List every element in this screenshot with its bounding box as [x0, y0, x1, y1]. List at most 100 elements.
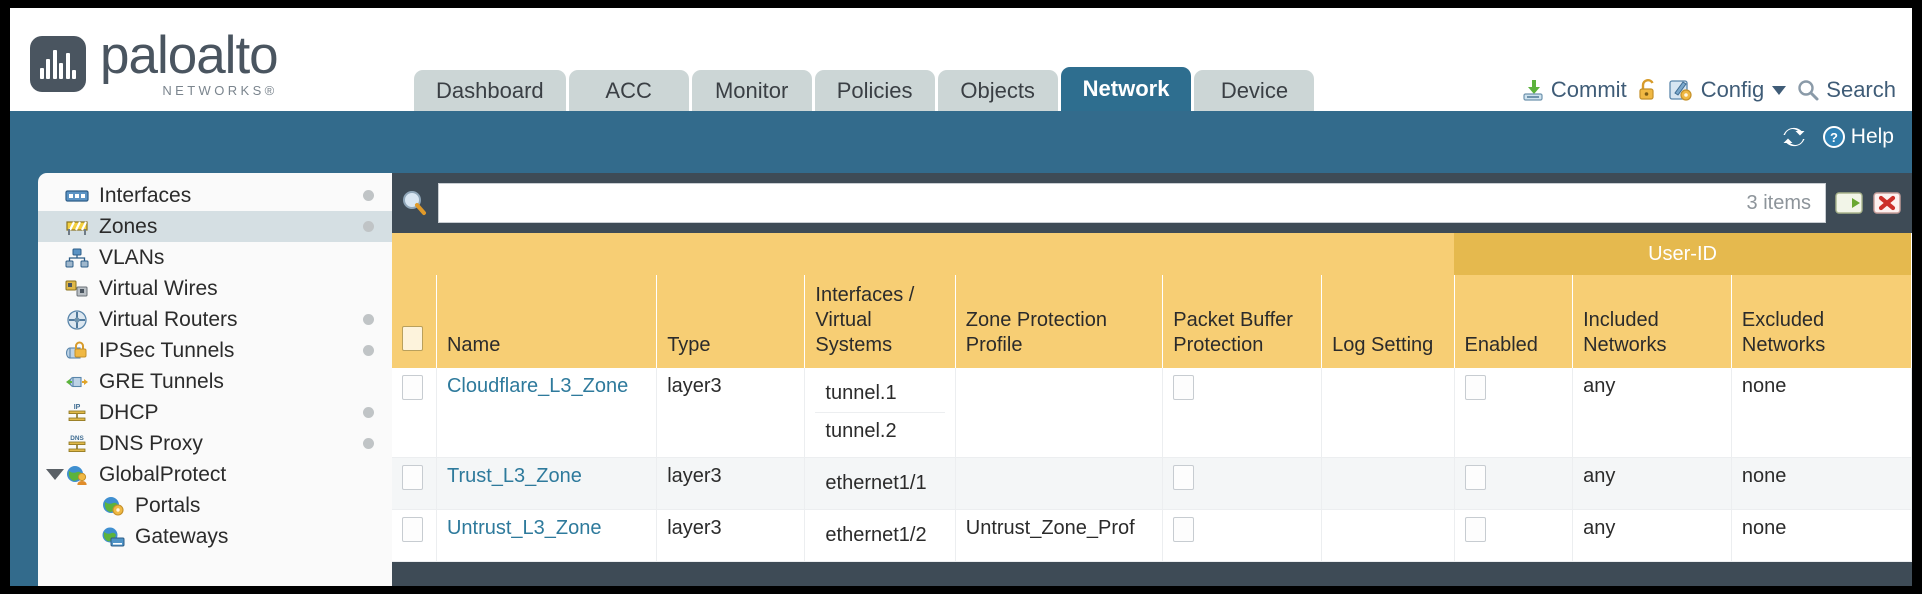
zone-link[interactable]: Untrust_L3_Zone	[446, 517, 602, 539]
cell-name[interactable]: Untrust_L3_Zone	[436, 509, 658, 562]
sidebar-item-virtual-routers[interactable]: Virtual Routers	[38, 304, 392, 335]
cell-type: layer3	[656, 457, 806, 510]
zone-link[interactable]: Trust_L3_Zone	[446, 465, 582, 487]
search-label: Search	[1826, 77, 1896, 102]
group-header-userid: User-ID	[1454, 233, 1912, 275]
tab-acc[interactable]: ACC	[568, 70, 689, 111]
column-header-packet-buffer-protection[interactable]: Packet Buffer Protection	[1162, 275, 1323, 368]
row-checkbox[interactable]	[402, 465, 423, 490]
cell-userid-enabled[interactable]	[1454, 509, 1574, 562]
cell-zone-protection-profile: Untrust_Zone_Prof	[955, 509, 1164, 562]
sidebar-item-label: GRE Tunnels	[99, 369, 224, 393]
config-wrench-icon	[1669, 78, 1695, 102]
cell-userid-enabled[interactable]	[1454, 368, 1574, 458]
cell-packet-buffer-protection[interactable]	[1162, 509, 1323, 562]
tab-device[interactable]: Device	[1194, 70, 1315, 111]
row-select-cell[interactable]	[392, 509, 437, 562]
search-input[interactable]	[449, 191, 1747, 215]
sidebar-item-dhcp[interactable]: IP DHCP	[38, 397, 392, 428]
select-all-header[interactable]	[392, 275, 437, 368]
tab-dashboard[interactable]: Dashboard	[414, 70, 566, 111]
column-header-userid-enabled[interactable]: Enabled	[1454, 275, 1574, 368]
packet-buffer-checkbox[interactable]	[1173, 465, 1195, 490]
cell-name[interactable]: Cloudflare_L3_Zone	[436, 368, 658, 458]
status-dot	[363, 221, 374, 232]
gre-tunnels-icon	[64, 371, 90, 393]
cell-type: layer3	[656, 509, 806, 562]
tab-objects[interactable]: Objects	[937, 70, 1058, 111]
sidebar-item-label: Zones	[99, 214, 158, 238]
config-menu[interactable]: Config	[1669, 77, 1787, 103]
column-header-included-networks[interactable]: Included Networks	[1572, 275, 1732, 368]
row-checkbox[interactable]	[402, 517, 423, 542]
column-header-log-setting[interactable]: Log Setting	[1321, 275, 1455, 368]
sub-header-band: ? Help	[10, 111, 1912, 173]
tab-monitor[interactable]: Monitor	[691, 70, 812, 111]
cell-packet-buffer-protection[interactable]	[1162, 457, 1323, 510]
row-select-cell[interactable]	[392, 368, 437, 458]
sidebar-item-gre-tunnels[interactable]: GRE Tunnels	[38, 366, 392, 397]
cell-name[interactable]: Trust_L3_Zone	[436, 457, 658, 510]
search-magnifier-icon[interactable]	[400, 188, 430, 218]
svg-text:DNS: DNS	[70, 435, 84, 442]
table-group-header-row: User-ID	[392, 233, 1912, 275]
select-all-checkbox[interactable]	[402, 326, 423, 351]
row-checkbox[interactable]	[402, 375, 423, 400]
column-header-name[interactable]: Name	[436, 275, 658, 368]
search-button[interactable]: Search	[1796, 77, 1896, 103]
brand-logo: paloalto NETWORKS®	[30, 29, 279, 98]
lock-button[interactable]	[1637, 78, 1659, 102]
page-body: Interfaces Zones	[10, 173, 1912, 586]
search-field-wrap[interactable]: 3 items	[438, 183, 1826, 223]
sidebar: Interfaces Zones	[38, 173, 392, 586]
packet-buffer-checkbox[interactable]	[1173, 517, 1195, 542]
sidebar-item-virtual-wires[interactable]: Virtual Wires	[38, 273, 392, 304]
tab-policies[interactable]: Policies	[814, 70, 935, 111]
clear-filter-icon[interactable]	[1872, 188, 1902, 218]
cell-userid-enabled[interactable]	[1454, 457, 1574, 510]
sidebar-item-dns-proxy[interactable]: DNS DNS Proxy	[38, 428, 392, 459]
table-row[interactable]: Trust_L3_Zone layer3 ethernet1/1	[392, 457, 1912, 510]
refresh-icon[interactable]	[1780, 125, 1808, 149]
sidebar-item-label: DNS Proxy	[99, 431, 203, 455]
sidebar-item-label: Interfaces	[99, 183, 192, 207]
config-label: Config	[1700, 77, 1765, 102]
table-row[interactable]: Cloudflare_L3_Zone layer3 tunnel.1 tunne…	[392, 368, 1912, 458]
svg-text:IP: IP	[74, 404, 81, 411]
column-header-interfaces[interactable]: Interfaces / Virtual Systems	[804, 275, 956, 368]
tab-network[interactable]: Network	[1060, 67, 1192, 111]
help-button[interactable]: ? Help	[1822, 125, 1894, 149]
table-header-row: Name Type Interfaces / Virtual Systems Z…	[392, 275, 1912, 368]
apply-filter-icon[interactable]	[1834, 188, 1864, 218]
expand-triangle-icon[interactable]	[46, 469, 64, 480]
column-header-zone-protection-profile[interactable]: Zone Protection Profile	[955, 275, 1164, 368]
sidebar-item-vlans[interactable]: VLANs	[38, 242, 392, 273]
items-count-label: 3 items	[1746, 191, 1811, 214]
zones-icon	[64, 216, 90, 238]
column-header-excluded-networks[interactable]: Excluded Networks	[1731, 275, 1912, 368]
sidebar-item-interfaces[interactable]: Interfaces	[38, 180, 392, 211]
column-header-type[interactable]: Type	[656, 275, 806, 368]
sidebar-item-ipsec-tunnels[interactable]: IPSec Tunnels	[38, 335, 392, 366]
table-row[interactable]: Untrust_L3_Zone layer3 ethernet1/2 Untru…	[392, 509, 1912, 562]
content-panel: 3 items	[392, 173, 1912, 586]
sidebar-item-label: IPSec Tunnels	[99, 338, 235, 362]
sidebar-item-gateways[interactable]: Gateways	[38, 521, 392, 552]
zone-link[interactable]: Cloudflare_L3_Zone	[446, 375, 629, 397]
sidebar-item-globalprotect[interactable]: GlobalProtect	[38, 459, 392, 490]
userid-enabled-checkbox[interactable]	[1464, 465, 1486, 490]
sidebar-item-portals[interactable]: Portals	[38, 490, 392, 521]
sidebar-item-label: Gateways	[135, 524, 229, 548]
userid-enabled-checkbox[interactable]	[1464, 375, 1486, 400]
help-label: Help	[1850, 125, 1894, 148]
cell-included-networks: any	[1572, 457, 1732, 510]
cell-log-setting	[1321, 368, 1455, 458]
sidebar-item-zones[interactable]: Zones	[38, 211, 392, 242]
row-select-cell[interactable]	[392, 457, 437, 510]
commit-button[interactable]: Commit	[1521, 77, 1627, 103]
cell-packet-buffer-protection[interactable]	[1162, 368, 1323, 458]
status-dot	[363, 345, 374, 356]
userid-enabled-checkbox[interactable]	[1464, 517, 1486, 542]
globalprotect-icon	[64, 464, 90, 486]
packet-buffer-checkbox[interactable]	[1173, 375, 1195, 400]
